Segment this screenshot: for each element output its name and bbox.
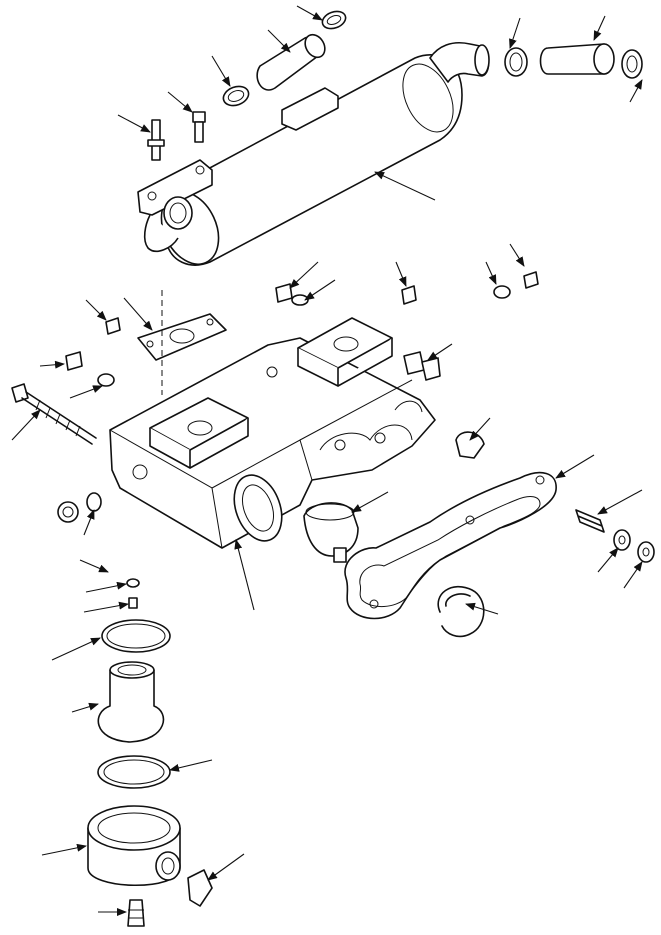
snap-ring (437, 585, 485, 638)
callout-leader-15 (85, 299, 107, 321)
elbow-fitting (187, 869, 213, 907)
cooler-hoses-and-clamps (222, 10, 643, 107)
callout-leader-31 (85, 581, 127, 593)
callout-leader-27 (465, 602, 499, 615)
callout-leader-18 (69, 385, 103, 399)
callout-leader-6 (509, 17, 521, 49)
callout-leader-29 (79, 559, 109, 573)
callout-leader-34 (71, 702, 99, 713)
callout-leader-16 (123, 297, 153, 331)
callout-leader-11 (304, 279, 336, 301)
o-ring-upper (101, 619, 171, 653)
cover-plate (137, 290, 227, 395)
callout-leader-4 (167, 91, 193, 113)
hose-clamp (621, 49, 643, 79)
callout-leaders (11, 5, 643, 916)
spring-and-washers (575, 509, 655, 563)
callout-leader-19 (11, 409, 41, 441)
callout-leader-28 (234, 539, 255, 611)
callout-leader-37 (207, 853, 245, 881)
dome-plug (455, 431, 485, 459)
callout-leader-7 (593, 15, 606, 41)
callout-leader-8 (629, 79, 643, 103)
oil-cooler-assembly (137, 42, 490, 266)
callout-leader-23 (597, 489, 643, 515)
callout-leader-20 (427, 343, 453, 361)
callout-leader-1 (296, 5, 323, 21)
callout-leader-17 (39, 360, 65, 369)
callout-leader-14 (509, 243, 525, 267)
callout-leader-2 (267, 29, 291, 53)
thermostat (303, 502, 359, 557)
callout-leader-30 (83, 509, 95, 536)
housing-bore (233, 474, 283, 542)
cooler-bracket (137, 159, 213, 216)
cooler-mounting-bolts (147, 111, 206, 161)
callout-leader-35 (169, 759, 213, 772)
callout-leader-22 (555, 454, 595, 479)
o-ring-lower (97, 755, 171, 789)
filter-adapter (97, 669, 165, 743)
housing-body (109, 337, 436, 549)
long-bolt (11, 383, 29, 403)
manifold-housing (109, 317, 436, 549)
callout-leader-10 (289, 261, 319, 289)
hose-clamp (504, 47, 528, 77)
callout-leader-24 (351, 491, 389, 513)
callout-leader-5 (117, 114, 151, 133)
gasket-large (344, 471, 557, 620)
callout-leader-33 (51, 637, 101, 661)
callout-leader-32 (83, 601, 129, 613)
thermostat-assembly (303, 502, 359, 563)
hose-clamp (321, 10, 347, 30)
callout-leader-21 (469, 417, 491, 441)
callout-leader-36 (41, 843, 87, 856)
callout-leader-13 (485, 261, 497, 285)
callout-leader-9 (374, 171, 436, 201)
callout-leader-3 (211, 55, 231, 87)
callout-leader-12 (395, 261, 407, 287)
hose-clamp (222, 85, 250, 107)
filter-stack (87, 578, 213, 927)
callout-leader-25 (597, 547, 619, 573)
callout-leader-26 (623, 561, 643, 589)
